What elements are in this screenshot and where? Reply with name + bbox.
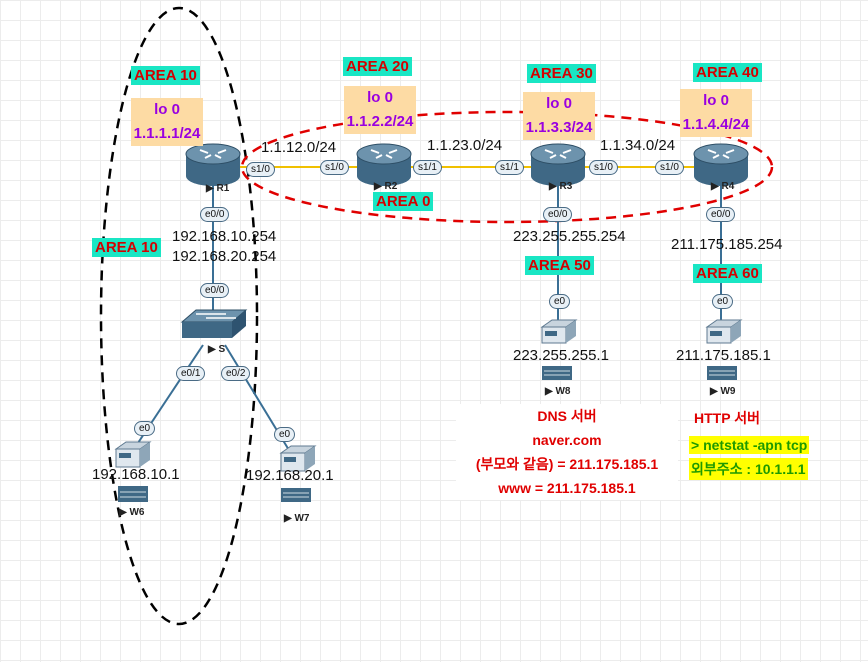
- router-r2-icon[interactable]: [356, 143, 412, 186]
- area10-left-label: AREA 10: [92, 238, 161, 257]
- host-w8-label: ▶ W8: [545, 386, 571, 397]
- iface-r2-s11[interactable]: s1/1: [413, 160, 442, 175]
- iface-r3-s10[interactable]: s1/0: [589, 160, 618, 175]
- router-r3-icon[interactable]: [530, 143, 586, 186]
- dns-parent-record: (부모와 같음) = 211.175.185.1: [475, 456, 659, 472]
- iface-r1-e00[interactable]: e0/0: [200, 207, 230, 222]
- loopback-r4: lo 0 1.1.4.4/24: [680, 89, 752, 137]
- area0-label: AREA 0: [373, 192, 434, 211]
- area50-label: AREA 50: [525, 256, 594, 275]
- w8-ip: 223.255.255.1: [513, 347, 609, 364]
- area60-label: AREA 60: [693, 264, 762, 283]
- router-r4-label: ▶ R4: [711, 181, 735, 192]
- iface-r3-e00[interactable]: e0/0: [543, 207, 573, 222]
- dns-www-record: www = 211.175.185.1: [498, 480, 636, 496]
- iface-r2-s10[interactable]: s1/0: [320, 160, 349, 175]
- dns-domain: naver.com: [532, 432, 602, 448]
- router-r4-name: R4: [721, 181, 735, 192]
- host-w7-name: W7: [294, 513, 310, 524]
- host-w6-icon[interactable]: [114, 441, 152, 502]
- subnet-r1-r2: 1.1.12.0/24: [261, 139, 337, 156]
- iface-r4-e00[interactable]: e0/0: [706, 207, 736, 222]
- subnet-r2-r3: 1.1.23.0/24: [427, 137, 503, 154]
- iface-w9-e0[interactable]: e0: [712, 294, 734, 309]
- r3-e00-ip: 223.255.255.254: [513, 228, 626, 245]
- loopback-name: lo 0: [703, 92, 729, 109]
- iface-sw-e00[interactable]: e0/0: [200, 283, 230, 298]
- area10-boundary: [99, 6, 259, 626]
- host-w6-label: ▶ W6: [119, 507, 145, 518]
- router-r1-name: R1: [216, 183, 230, 194]
- loopback-ip: 1.1.3.3/24: [525, 119, 593, 136]
- loopback-r3: lo 0 1.1.3.3/24: [523, 92, 595, 140]
- link-switch-w7: [224, 344, 296, 461]
- switch-icon[interactable]: [180, 309, 248, 338]
- router-r4-icon[interactable]: [693, 143, 749, 186]
- subnet-r3-r4: 1.1.34.0/24: [600, 137, 676, 154]
- host-w7-label: ▶ W7: [284, 513, 310, 524]
- router-r2-name: R2: [384, 181, 398, 192]
- area0-boundary: [240, 110, 774, 224]
- netstat-command: > netstat -apn tcp: [689, 436, 810, 454]
- iface-r4-s10[interactable]: s1/0: [655, 160, 684, 175]
- router-r3-name: R3: [559, 181, 573, 192]
- loopback-name: lo 0: [367, 89, 393, 106]
- host-w8-name: W8: [555, 386, 571, 397]
- iface-w6-e0[interactable]: e0: [134, 421, 156, 436]
- w9-ip: 211.175.185.1: [676, 347, 771, 364]
- iface-w7-e0[interactable]: e0: [274, 427, 296, 442]
- loopback-r2: lo 0 1.1.2.2/24: [344, 86, 416, 134]
- link-switch-w6: [129, 344, 204, 456]
- iface-r3-s11[interactable]: s1/1: [495, 160, 524, 175]
- area10-top-label: AREA 10: [131, 66, 200, 85]
- dns-title: DNS 서버: [537, 408, 597, 424]
- loopback-name: lo 0: [546, 95, 572, 112]
- host-w7-icon[interactable]: [279, 445, 317, 502]
- host-w9-icon[interactable]: [705, 319, 743, 380]
- host-w9-label: ▶ W9: [710, 386, 736, 397]
- iface-w8-e0[interactable]: e0: [549, 294, 571, 309]
- w6-ip: 192.168.10.1: [92, 466, 180, 483]
- router-r1-icon[interactable]: [185, 143, 241, 186]
- loopback-ip: 1.1.1.1/24: [133, 125, 201, 142]
- router-r2-label: ▶ R2: [374, 181, 398, 192]
- iface-sw-e02[interactable]: e0/2: [221, 366, 251, 381]
- foreign-address: 외부주소 : 10.1.1.1: [689, 458, 808, 480]
- switch-name: S: [218, 344, 226, 355]
- area40-label: AREA 40: [693, 63, 762, 82]
- area20-label: AREA 20: [343, 57, 412, 76]
- iface-sw-e01[interactable]: e0/1: [176, 366, 206, 381]
- r1-gateway-ip-2: 192.168.20.254: [172, 248, 277, 265]
- iface-r1-s10[interactable]: s1/0: [246, 162, 275, 177]
- r4-e00-ip: 211.175.185.254: [671, 236, 783, 253]
- area30-label: AREA 30: [527, 64, 596, 83]
- switch-label: ▶ S: [208, 344, 226, 355]
- host-w8-icon[interactable]: [540, 319, 578, 380]
- dns-server-note: DNS 서버 naver.com (부모와 같음) = 211.175.185.…: [456, 404, 678, 500]
- host-w9-name: W9: [720, 386, 736, 397]
- w7-ip: 192.168.20.1: [246, 467, 334, 484]
- loopback-ip: 1.1.4.4/24: [682, 116, 750, 133]
- host-w6-name: W6: [129, 507, 145, 518]
- loopback-ip: 1.1.2.2/24: [346, 113, 414, 130]
- r1-gateway-ip-1: 192.168.10.254: [172, 228, 277, 245]
- router-r1-label: ▶ R1: [206, 183, 230, 194]
- loopback-r1: lo 0 1.1.1.1/24: [131, 98, 203, 146]
- loopback-name: lo 0: [154, 101, 180, 118]
- router-r3-label: ▶ R3: [549, 181, 573, 192]
- http-title: HTTP 서버: [694, 410, 760, 426]
